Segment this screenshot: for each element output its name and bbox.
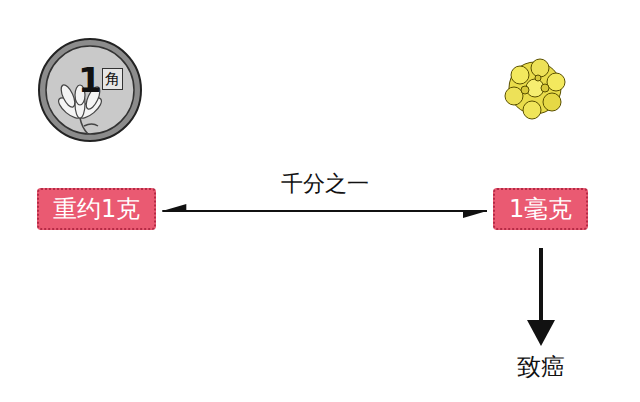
- connector: [162, 204, 487, 218]
- node-text: 1毫克: [509, 194, 572, 224]
- coin: [39, 39, 141, 141]
- toxin-ball: [505, 59, 565, 119]
- effect-text: 致癌: [517, 352, 565, 382]
- weight-box: 重约1克: [37, 188, 156, 230]
- dose-box: 1毫克: [493, 188, 588, 230]
- coin-value: 1: [78, 62, 102, 98]
- coin-unit: 角: [102, 68, 123, 90]
- node-text: 重约1克: [53, 194, 140, 224]
- edge-label: 千分之一: [277, 171, 373, 197]
- connector: [527, 248, 555, 346]
- node-text: 致癌: [517, 352, 565, 382]
